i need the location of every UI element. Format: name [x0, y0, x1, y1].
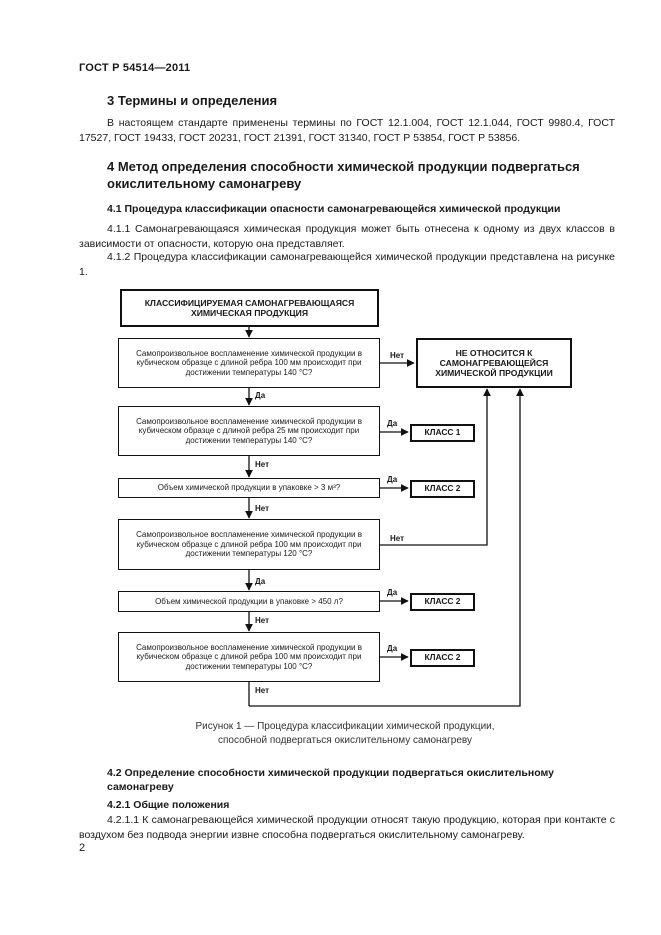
subsection-4-1-title: 4.1 Процедура классификации опасности са… [107, 203, 561, 215]
section-4-title-line1: 4 Метод определения способности химическ… [107, 159, 580, 174]
paragraph-4-1-1: 4.1.1 Самонагревающаяся химическая проду… [79, 223, 615, 250]
question-box-2: Самопроизвольное воспламенение химическо… [118, 406, 380, 456]
figure-caption-line2: способной подвергаться окислительному са… [218, 735, 472, 746]
label-no-q5: Нет [255, 616, 270, 625]
label-yes-q6: Да [387, 644, 398, 653]
not-related-box: НЕ ОТНОСИТСЯ К САМОНАГРЕВАЮЩЕЙСЯ ХИМИЧЕС… [416, 338, 572, 388]
question-box-5: Объем химической продукции в упаковке > … [118, 591, 380, 612]
subsection-4-2-1-title: 4.2.1 Общие положения [107, 799, 230, 811]
label-no-q1: Нет [390, 351, 405, 360]
section-4-title-line2: окислительному самонагреву [107, 176, 302, 191]
paragraph-4-1-2: 4.1.2 Процедура классификации самонагрев… [79, 251, 615, 278]
label-no-q2: Нет [255, 460, 270, 469]
subsection-4-2-title-line1: 4.2 Определение способности химической п… [107, 767, 554, 779]
section-3-text: В настоящем стандарте применены термины … [79, 117, 615, 144]
top-box-classified-product: КЛАССИФИЦИРУЕМАЯ САМОНАГРЕВАЮЩАЯСЯ ХИМИЧ… [120, 289, 379, 327]
label-yes-q5: Да [387, 588, 398, 597]
question-box-3: Объем химической продукции в упаковке > … [118, 478, 380, 498]
class-2-box-a: КЛАСС 2 [410, 480, 475, 498]
label-no-q4: Нет [390, 534, 405, 543]
question-box-6: Самопроизвольное воспламенение химическо… [118, 632, 380, 682]
section-3-title: 3 Термины и определения [107, 93, 278, 108]
label-yes-q1: Да [255, 391, 266, 400]
class-2-box-c: КЛАСС 2 [410, 649, 475, 667]
figure-caption-line1: Рисунок 1 — Процедура классификации хими… [195, 721, 495, 732]
class-2-box-b: КЛАСС 2 [410, 593, 475, 611]
subsection-4-2-title-line2: самонагреву [107, 781, 174, 793]
label-no-q3: Нет [255, 504, 270, 513]
paragraph-4-2-1-1: 4.2.1.1 К самонагревающейся химической п… [79, 814, 615, 841]
label-yes-q2: Да [387, 419, 398, 428]
label-yes-q3: Да [387, 475, 398, 484]
question-box-1: Самопроизвольное воспламенение химическо… [118, 338, 380, 388]
label-no-q6: Нет [255, 686, 270, 695]
page-number: 2 [79, 842, 86, 854]
question-box-4: Самопроизвольное воспламенение химическо… [118, 519, 380, 570]
class-1-box: КЛАСС 1 [410, 424, 475, 442]
document-header: ГОСТ Р 54514—2011 [79, 62, 191, 74]
label-yes-q4: Да [255, 577, 266, 586]
